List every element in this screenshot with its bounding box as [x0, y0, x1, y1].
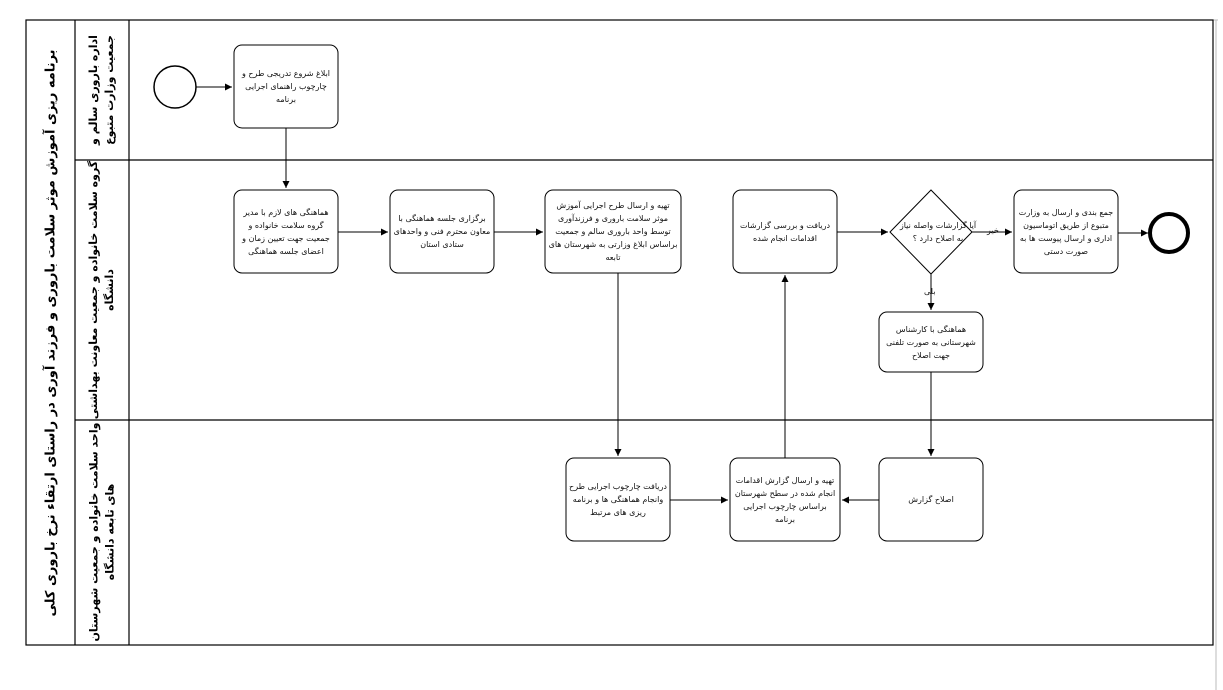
end-event[interactable] — [1148, 212, 1190, 254]
task-prepare[interactable] — [544, 189, 682, 274]
task-coordinate[interactable] — [233, 189, 339, 274]
gateway-no-label: خیر — [987, 226, 999, 235]
task-fix[interactable] — [878, 457, 984, 542]
lane-2-name: گروه سلامت خانواده و جمعیت معاونت بهداشت… — [87, 160, 116, 420]
start-event[interactable] — [153, 65, 197, 109]
pool-title: برنامه ریزی آموزش موثر سلامت باروری و فر… — [43, 49, 58, 617]
task-review[interactable] — [732, 189, 838, 274]
task-meeting[interactable] — [389, 189, 495, 274]
pool-frame — [25, 19, 1214, 646]
lane-1-name: اداره باروری سالم و جمعیت وزارت متبوع — [87, 35, 116, 145]
task-collect[interactable] — [1013, 189, 1119, 274]
task-phone[interactable] — [878, 311, 984, 373]
task-receive[interactable] — [565, 457, 671, 542]
task-announce[interactable] — [233, 44, 339, 129]
gateway-yes-label: بلی — [924, 287, 936, 296]
lane-3-name: واحد سلامت خانواده و جمعیت شهرستان های ت… — [87, 422, 117, 642]
task-report[interactable] — [729, 457, 841, 542]
